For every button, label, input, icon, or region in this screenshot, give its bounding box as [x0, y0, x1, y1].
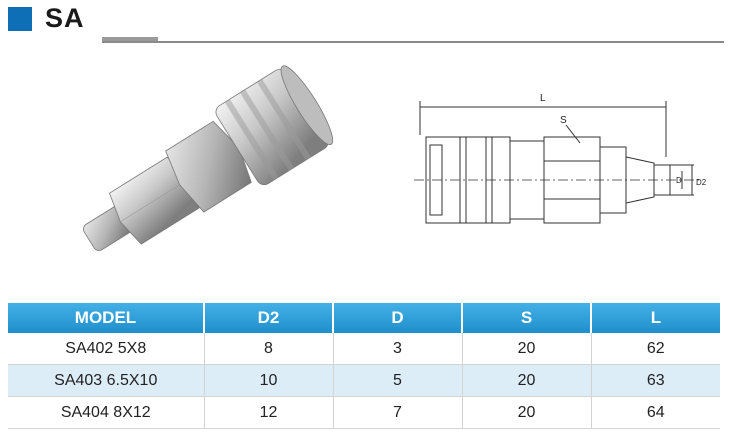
dim-label-L: L [540, 93, 546, 104]
column-header-l: L [591, 303, 720, 333]
page-title: SA [45, 3, 85, 33]
table-row: SA403 6.5X10 10 5 20 63 [8, 364, 720, 397]
cell-s: 20 [462, 364, 592, 397]
cell-l: 64 [591, 396, 720, 429]
cell-model: SA402 5X8 [8, 333, 205, 365]
table-row: SA404 8X12 12 7 20 64 [8, 396, 720, 429]
dim-label-D: D [676, 176, 682, 185]
table-row: SA402 5X8 8 3 20 62 [8, 333, 720, 365]
cell-s: 20 [462, 396, 592, 429]
dim-label-D2: D2 [696, 178, 707, 187]
cell-model: SA403 6.5X10 [8, 364, 205, 397]
header-rule-accent [102, 37, 158, 41]
column-header-model: MODEL [8, 303, 205, 333]
cell-s: 20 [462, 333, 592, 365]
cell-model: SA404 8X12 [8, 396, 205, 429]
title-square-marker [8, 7, 32, 31]
cell-d: 7 [333, 396, 463, 429]
cell-d: 3 [333, 333, 463, 365]
cell-d2: 10 [204, 364, 334, 397]
cell-d: 5 [333, 364, 463, 397]
dim-label-S: S [560, 115, 567, 126]
page-header: SA [0, 0, 750, 44]
dimension-drawing: L S D D2 [414, 93, 707, 224]
column-header-d2: D2 [204, 303, 334, 333]
cell-l: 62 [591, 333, 720, 365]
cell-l: 63 [591, 364, 720, 397]
column-header-d: D [333, 303, 463, 333]
header-rule [102, 41, 724, 43]
cell-d2: 8 [204, 333, 334, 365]
spec-table: MODEL D2 D S L SA402 5X8 8 3 20 62 SA403… [8, 303, 720, 429]
table-header-row: MODEL D2 D S L [8, 303, 720, 333]
column-header-s: S [462, 303, 592, 333]
product-photo [83, 65, 334, 251]
cell-d2: 12 [204, 396, 334, 429]
